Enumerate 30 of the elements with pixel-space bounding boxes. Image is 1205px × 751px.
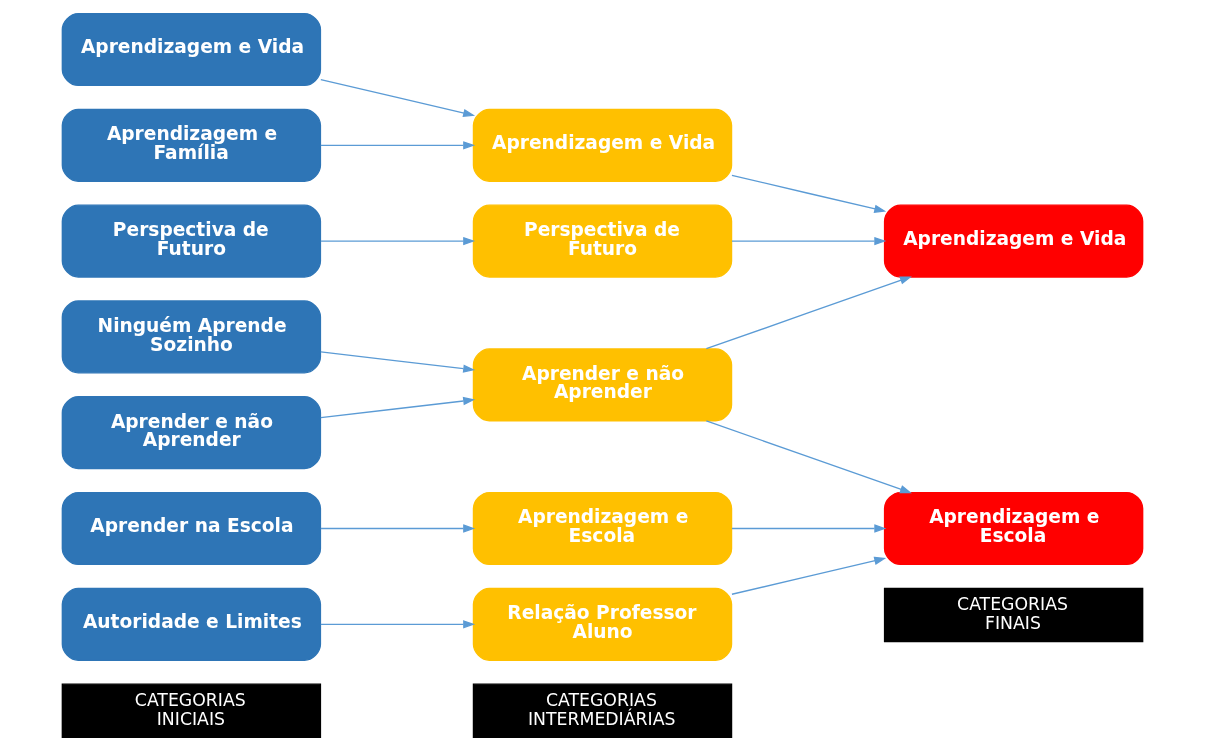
node-box: Aprender e não Aprender: [61, 396, 322, 470]
node-box: Aprendizagem e Família: [61, 108, 322, 182]
arrow: [320, 351, 476, 373]
arrow: [320, 236, 476, 246]
node-box: Aprender na Escola: [61, 491, 322, 566]
node-box: Autoridade e Limites: [61, 587, 322, 661]
arrow: [731, 524, 887, 533]
arrow: [320, 620, 476, 629]
node-box: CATEGORIAS FINAIS: [883, 587, 1144, 643]
arrow: [320, 524, 476, 533]
node-box: Perspectiva de Futuro: [472, 204, 733, 278]
arrow: [731, 556, 887, 595]
node-box: Aprendizagem e Escola: [883, 491, 1144, 566]
node-box: Aprendizagem e Vida: [883, 204, 1144, 278]
node-box: Aprender e não Aprender: [472, 348, 733, 422]
arrow: [320, 141, 476, 150]
arrow: [731, 174, 887, 213]
arrow: [320, 396, 476, 419]
node-box: CATEGORIAS INTERMEDIÁRIAS: [472, 683, 733, 739]
node-box: Ninguém Aprende Sozinho: [61, 300, 322, 374]
arrow: [705, 420, 912, 494]
node-box: Aprendizagem e Vida: [61, 12, 322, 87]
node-box: Relação Professor Aluno: [472, 587, 733, 661]
arrow: [731, 236, 887, 246]
node-box: Perspectiva de Futuro: [61, 204, 322, 278]
node-box: Aprendizagem e Escola: [472, 491, 733, 566]
node-box: Aprendizagem e Vida: [472, 108, 733, 182]
node-box: CATEGORIAS INICIAIS: [61, 683, 322, 739]
arrow: [320, 78, 476, 118]
arrow: [705, 276, 912, 350]
